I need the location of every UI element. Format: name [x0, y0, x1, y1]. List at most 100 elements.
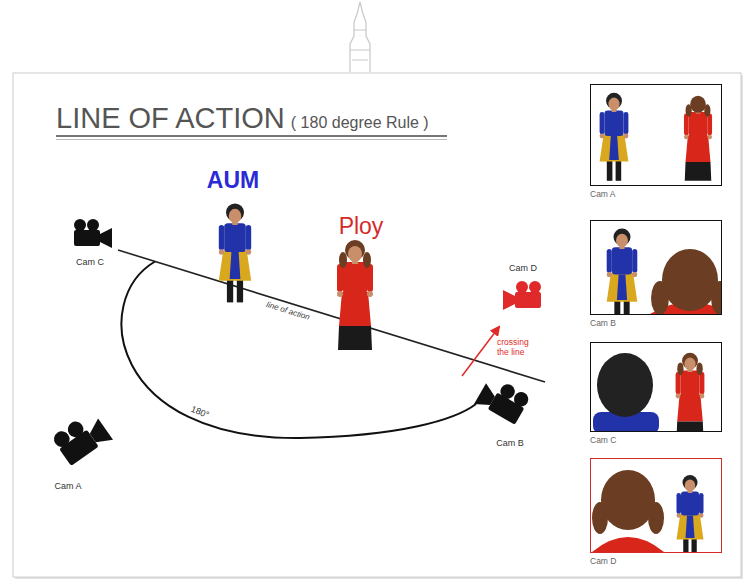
frame-scene	[592, 537, 664, 552]
character-figure	[700, 394, 705, 399]
character-figure	[604, 110, 623, 136]
frame-scene	[597, 353, 653, 417]
character-figure	[677, 362, 683, 375]
character-figure	[339, 292, 371, 326]
character-figure	[685, 162, 712, 181]
frame-scene	[601, 470, 655, 530]
character-figure	[699, 493, 704, 514]
character-figure	[607, 249, 612, 273]
character-figure	[600, 134, 629, 161]
character-figure	[677, 513, 682, 518]
character-figure	[685, 480, 696, 492]
character-figure	[632, 272, 637, 277]
frame-border	[590, 458, 722, 553]
emblem-outline	[350, 2, 370, 72]
character-figure	[677, 493, 682, 514]
character-figure	[600, 112, 605, 134]
character-figure	[696, 362, 702, 375]
character-figure	[684, 358, 695, 371]
frame-caption: Cam D	[590, 556, 616, 566]
frame-border	[590, 342, 722, 432]
frame-border	[590, 220, 722, 315]
character-figure	[219, 250, 251, 281]
character-figure	[367, 264, 373, 292]
character-figure	[677, 514, 704, 540]
camera-label: Cam D	[509, 263, 537, 273]
character-figure	[612, 247, 632, 274]
character-figure	[224, 223, 246, 252]
character-figure	[348, 246, 362, 262]
character-figure	[616, 234, 628, 248]
character-figure	[632, 249, 637, 273]
emblem	[350, 2, 370, 72]
character-figure	[681, 492, 699, 516]
character-figure	[607, 272, 612, 277]
panel	[13, 73, 741, 577]
frame-caption: Cam C	[590, 435, 616, 445]
character-figure	[338, 326, 372, 350]
frame-caption: Cam A	[590, 189, 616, 199]
line-of-action	[118, 250, 545, 382]
character-figure	[676, 394, 681, 399]
character-figure	[219, 203, 251, 302]
character-figure	[337, 264, 343, 292]
character-figure	[700, 372, 705, 394]
character-figure	[343, 262, 367, 294]
camera-view-frame: Cam A	[590, 84, 722, 199]
character-figure	[229, 209, 242, 223]
character-figure	[676, 353, 705, 431]
title-underline	[56, 135, 447, 137]
camera-icon	[74, 219, 112, 248]
camera-view-frame: Cam B	[590, 220, 722, 328]
diagram-title: LINE OF ACTION	[56, 104, 285, 133]
character-figure	[339, 252, 347, 268]
character-figure	[337, 240, 373, 350]
frame-border	[590, 84, 722, 186]
character-figure	[367, 291, 373, 297]
character-figure	[684, 135, 689, 140]
character-figure	[699, 513, 704, 518]
subtitle: ( 180 degree Rule )	[291, 115, 429, 131]
character-name: Ploy	[339, 213, 384, 239]
character-figure	[219, 249, 224, 254]
character-figure	[246, 225, 251, 250]
character-figure	[600, 93, 629, 181]
character-figure	[686, 135, 711, 162]
frame-scene	[662, 249, 718, 311]
frame-scene	[600, 93, 712, 181]
character-figure	[707, 135, 712, 140]
character-figure	[690, 96, 706, 113]
character-figure	[246, 249, 251, 254]
character-figure	[624, 112, 629, 134]
frame-caption: Cam B	[590, 318, 616, 328]
character-figure	[686, 516, 695, 539]
character-figure	[363, 252, 371, 268]
character-figure	[677, 475, 704, 552]
character-figure	[689, 112, 708, 137]
character-figure	[219, 225, 224, 250]
emblem-lines	[350, 30, 370, 60]
character-figure	[607, 229, 638, 314]
frame-scene	[607, 229, 721, 314]
character-figure	[600, 134, 605, 139]
character-figure	[684, 96, 712, 181]
camera-label: Cam B	[496, 438, 524, 448]
frame-scene	[593, 353, 704, 431]
camera-view-frame: Cam D	[590, 458, 722, 566]
crossing-arrow	[462, 327, 499, 376]
semicircle-arc	[121, 262, 476, 439]
character-figure	[230, 252, 241, 279]
camera-icon	[51, 409, 113, 468]
character-figure	[707, 114, 712, 136]
character-figure	[676, 372, 681, 394]
camera-label: Cam C	[76, 257, 104, 267]
camera-icon	[503, 281, 541, 310]
camera-label: Cam A	[54, 481, 81, 491]
title-underline	[56, 139, 447, 140]
character-figure	[609, 136, 619, 160]
character-figure	[607, 273, 638, 302]
character-figure	[680, 370, 699, 396]
